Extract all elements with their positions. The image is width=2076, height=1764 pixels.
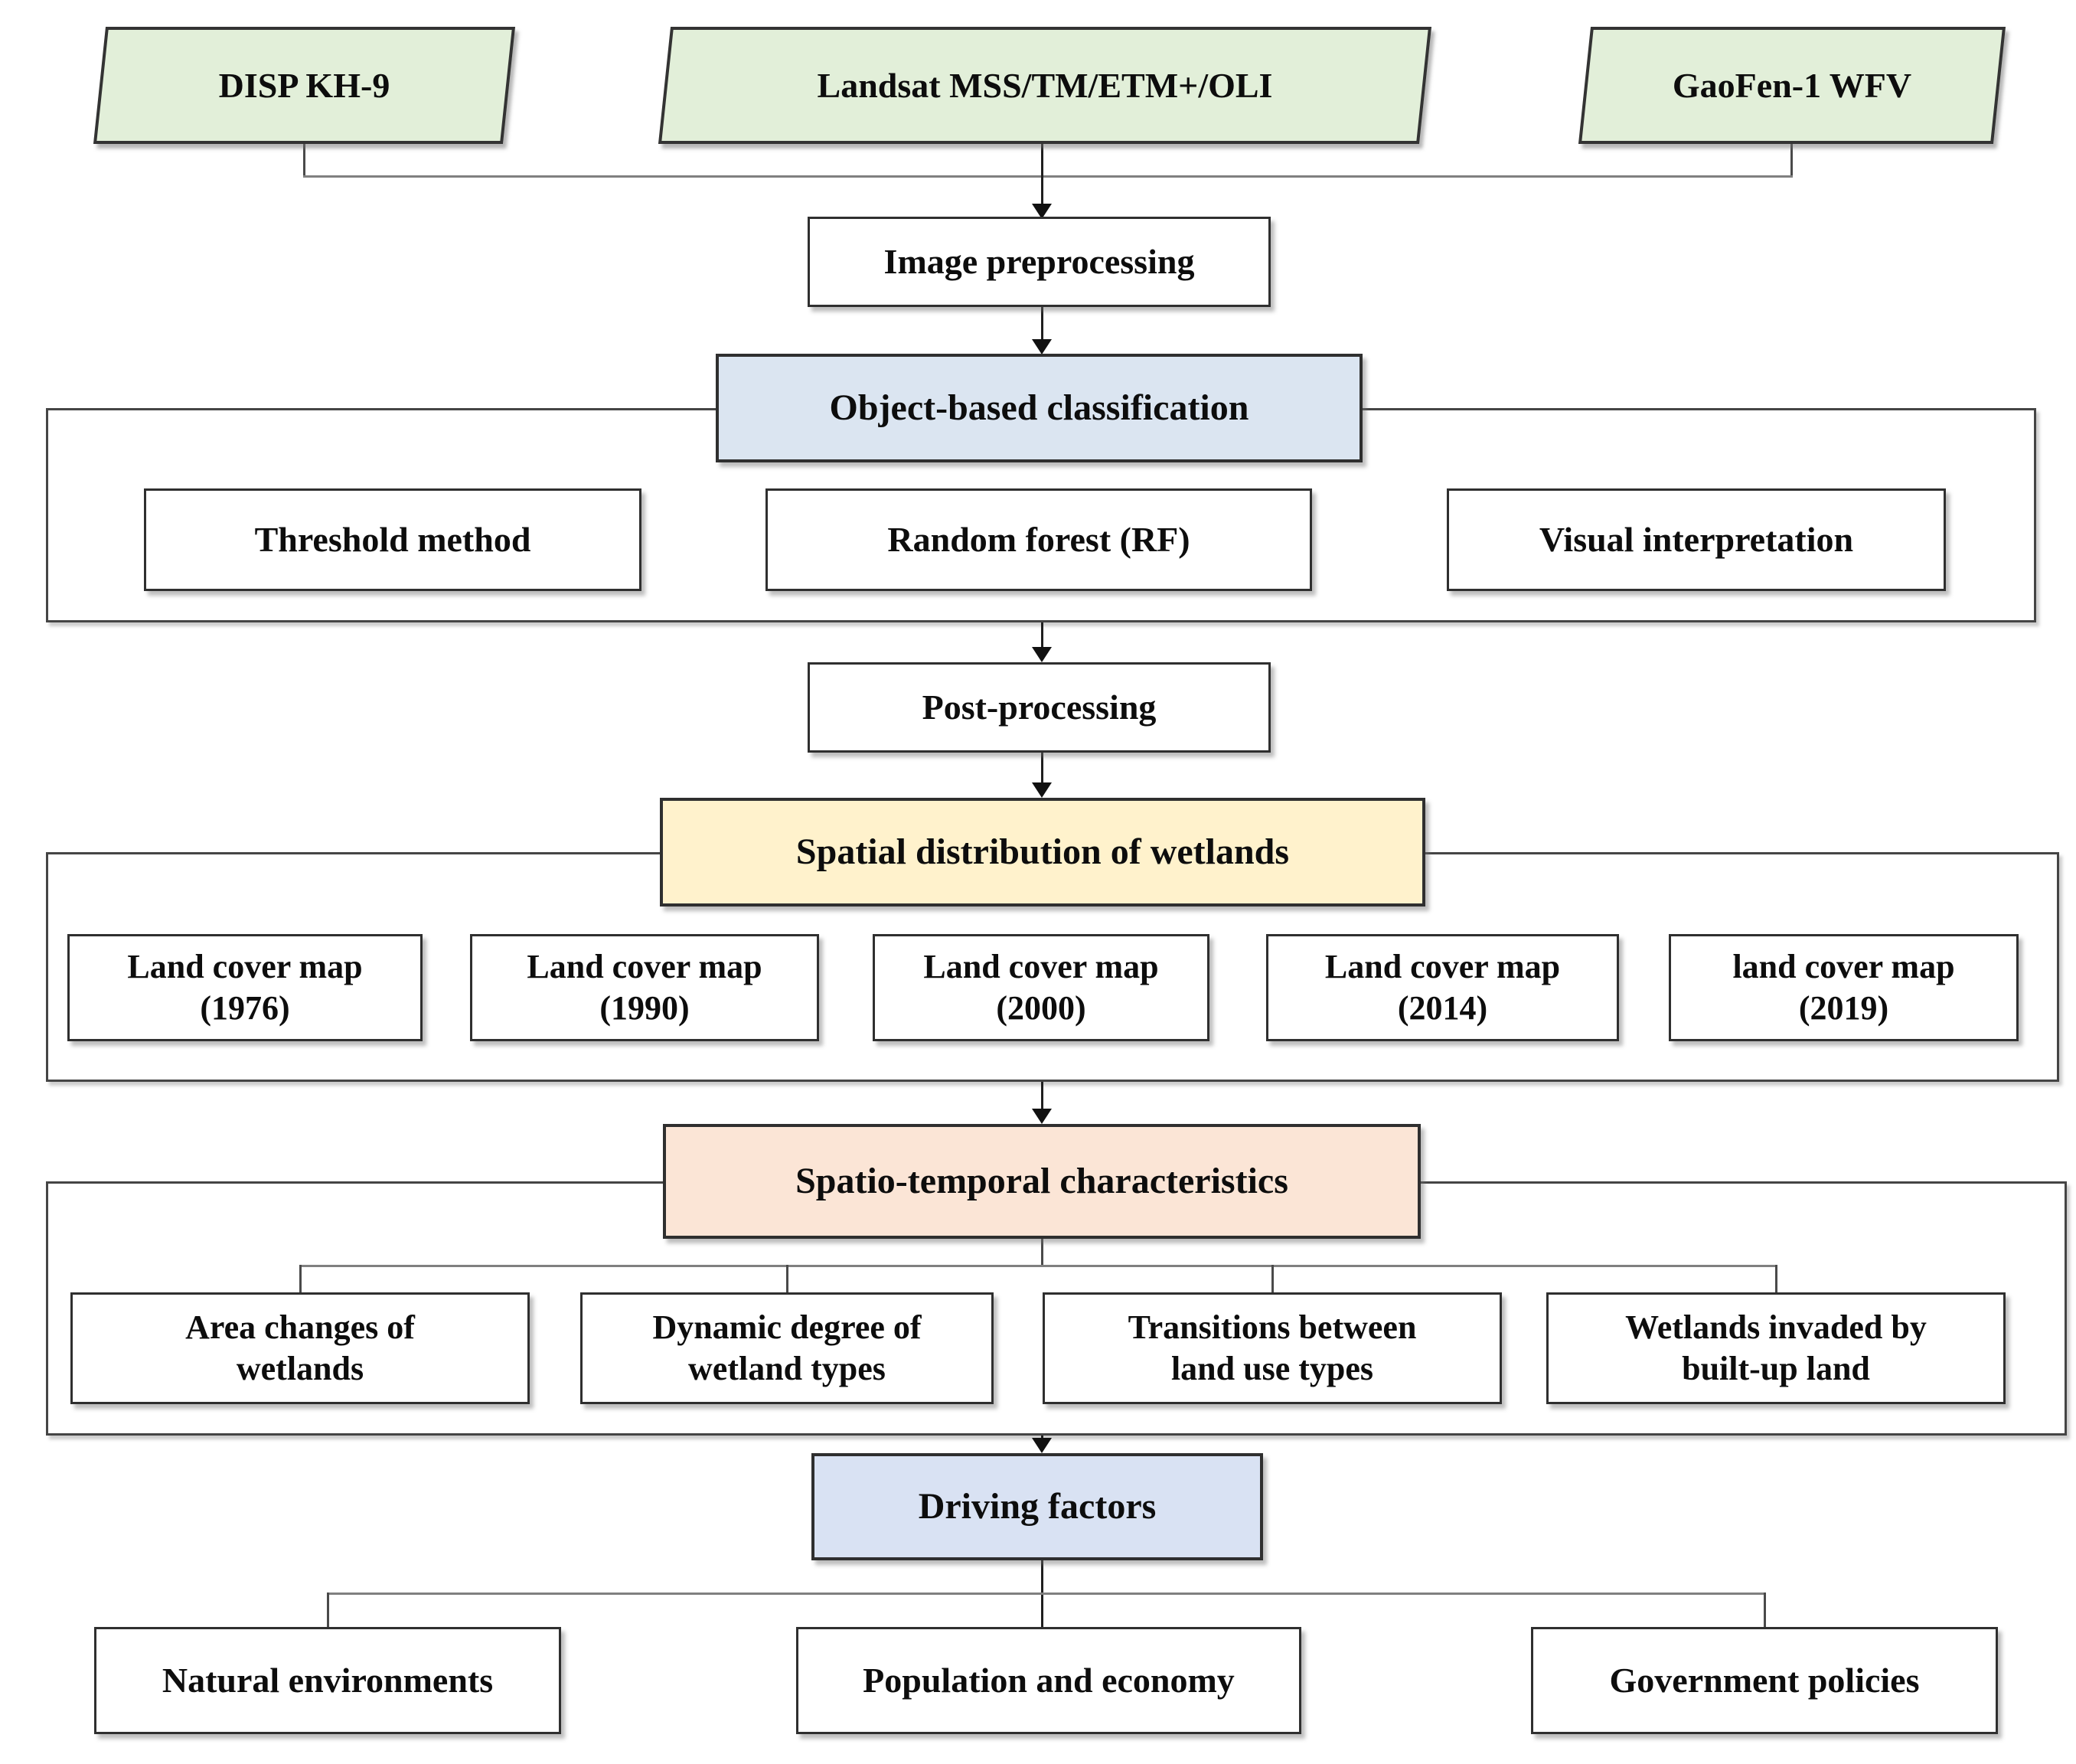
- arrowhead-down: [1032, 339, 1052, 354]
- node-post-processing: Post-processing: [808, 662, 1271, 753]
- arrowhead-down: [1032, 204, 1052, 219]
- map-node-2014: Land cover map (2014): [1266, 934, 1619, 1041]
- source-label: GaoFen-1 WFV: [1672, 66, 1912, 105]
- source-label: DISP KH-9: [218, 66, 390, 105]
- connector-line: [1790, 144, 1793, 177]
- stage-node-object-based-classification: Object-based classification: [716, 354, 1363, 462]
- characteristic-node-wetlands-invaded: Wetlands invaded by built-up land: [1546, 1292, 2006, 1404]
- connector-line: [1764, 1592, 1766, 1627]
- map-node-2000: Land cover map (2000): [873, 934, 1209, 1041]
- arrowhead-down: [1032, 647, 1052, 662]
- connector-line: [303, 144, 305, 177]
- connector-line: [1271, 1265, 1274, 1292]
- connector-line: [300, 1265, 1776, 1267]
- factor-node-natural-environments: Natural environments: [94, 1627, 561, 1734]
- method-node-visual-interpretation: Visual interpretation: [1447, 488, 1946, 591]
- connector-line: [299, 1265, 302, 1292]
- source-node-gaofen: GaoFen-1 WFV: [1578, 27, 2006, 144]
- connector-line: [1775, 1265, 1777, 1292]
- map-node-2019: land cover map (2019): [1669, 934, 2019, 1041]
- factor-node-government-policies: Government policies: [1531, 1627, 1998, 1734]
- method-node-random-forest: Random forest (RF): [765, 488, 1312, 591]
- characteristic-node-transitions: Transitions between land use types: [1043, 1292, 1502, 1404]
- stage-node-driving-factors: Driving factors: [811, 1453, 1263, 1560]
- connector-line: [303, 175, 1793, 178]
- connector-line: [786, 1265, 788, 1292]
- connector-line: [1041, 144, 1043, 205]
- connector-line: [1041, 307, 1043, 339]
- stage-node-spatial-distribution: Spatial distribution of wetlands: [660, 798, 1425, 906]
- map-node-1976: Land cover map (1976): [67, 934, 423, 1041]
- arrowhead-down: [1032, 782, 1052, 798]
- method-node-threshold: Threshold method: [144, 488, 641, 591]
- connector-line: [327, 1592, 329, 1627]
- characteristic-node-area-changes: Area changes of wetlands: [70, 1292, 530, 1404]
- source-node-landsat: Landsat MSS/TM/ETM+/OLI: [658, 27, 1432, 144]
- node-image-preprocessing: Image preprocessing: [808, 217, 1271, 307]
- connector-line: [1041, 1436, 1043, 1439]
- connector-line: [1041, 622, 1043, 647]
- map-node-1990: Land cover map (1990): [470, 934, 819, 1041]
- source-label: Landsat MSS/TM/ETM+/OLI: [817, 66, 1273, 105]
- stage-node-spatio-temporal: Spatio-temporal characteristics: [663, 1124, 1421, 1239]
- connector-line: [1041, 1239, 1043, 1266]
- connector-line: [1041, 1082, 1043, 1109]
- arrowhead-down: [1032, 1109, 1052, 1124]
- characteristic-node-dynamic-degree: Dynamic degree of wetland types: [580, 1292, 994, 1404]
- arrowhead-down: [1032, 1438, 1052, 1453]
- source-node-disp-kh9: DISP KH-9: [93, 27, 516, 144]
- factor-node-population-economy: Population and economy: [796, 1627, 1301, 1734]
- connector-line: [328, 1592, 1766, 1595]
- connector-line: [1041, 753, 1043, 782]
